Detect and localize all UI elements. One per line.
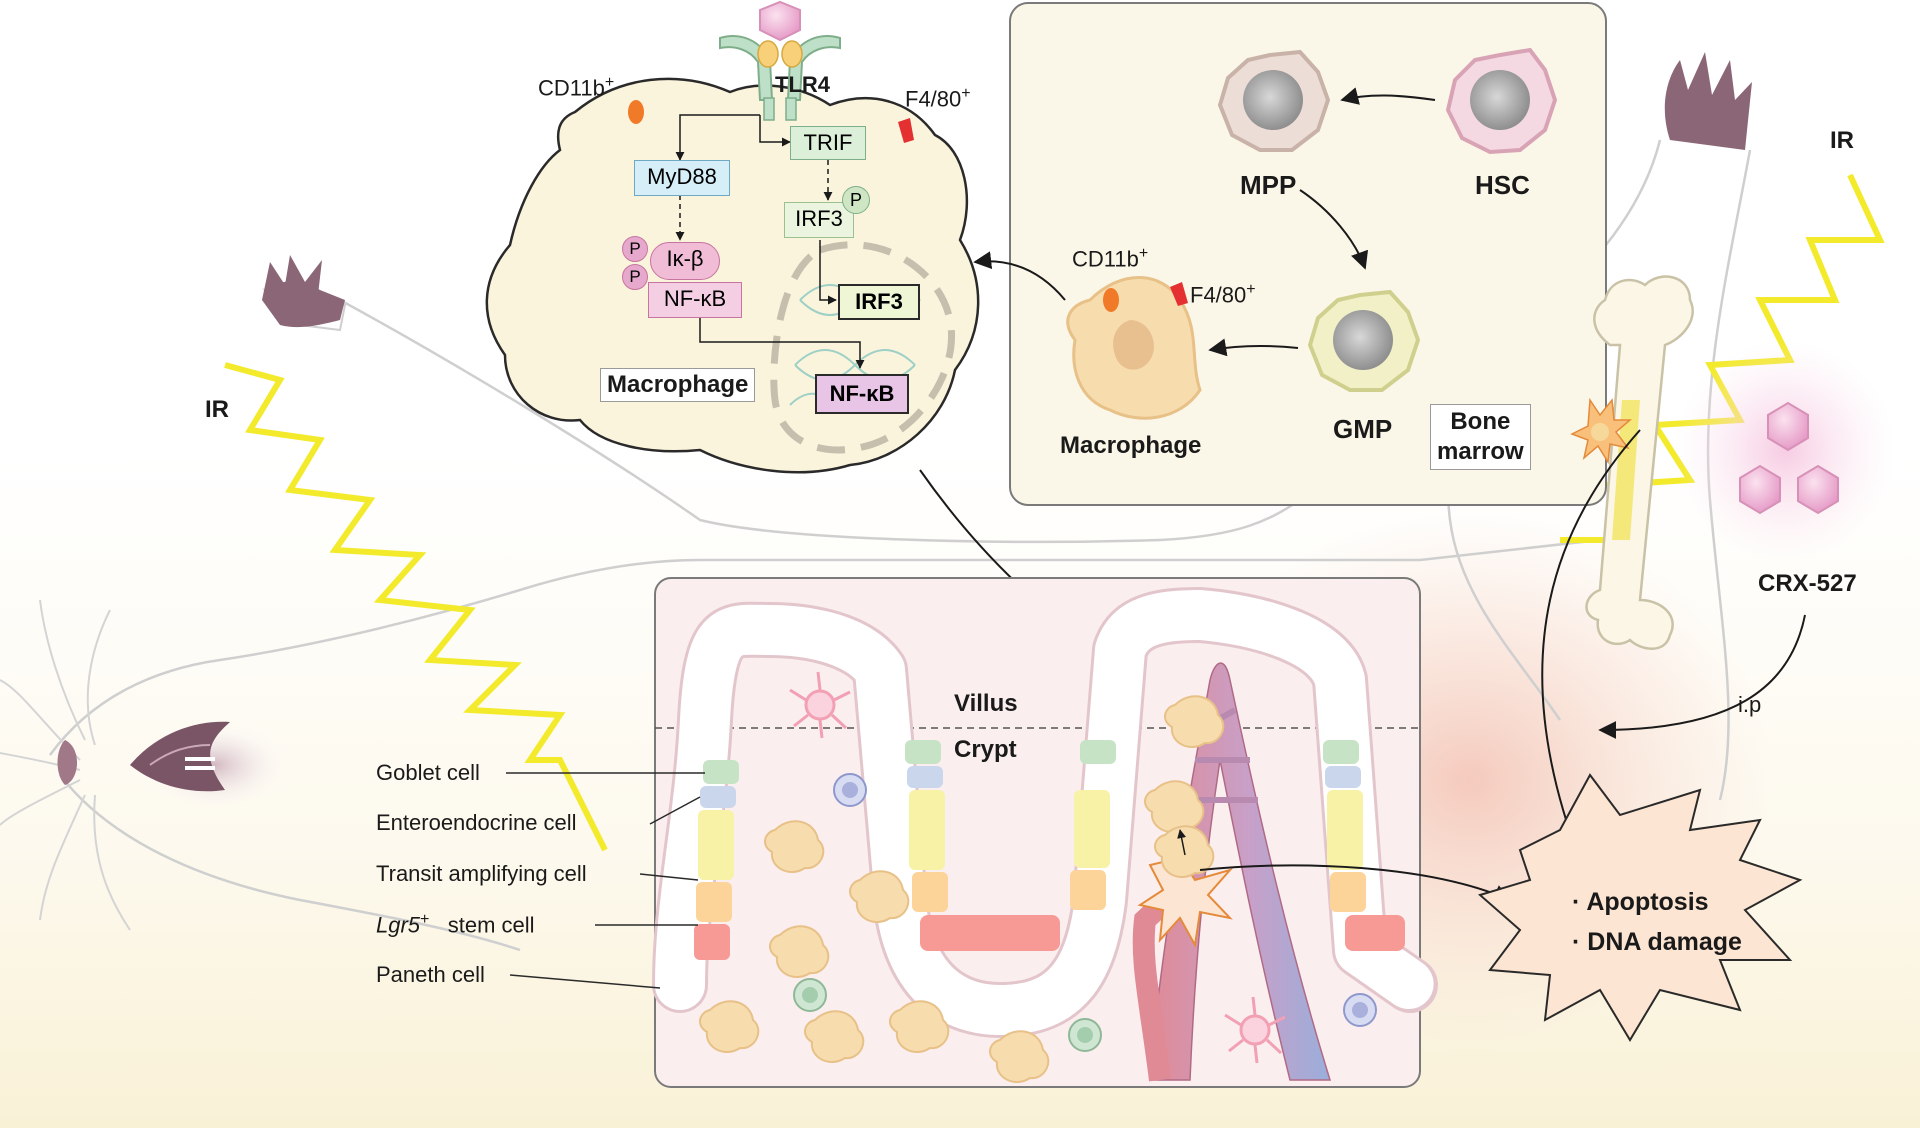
ir-label-left: IR <box>205 396 229 423</box>
macrophage-panel-label: Macrophage <box>1060 432 1202 459</box>
hematopoiesis-panel <box>973 2 1607 506</box>
outcome-dna-damage: · DNA damage <box>1572 928 1742 956</box>
intestine-panel <box>652 577 1512 1088</box>
gmp-label: GMP <box>1333 414 1393 444</box>
villus-label: Villus <box>954 690 1018 717</box>
nfkb-node: NF-κB <box>648 282 742 318</box>
lgr5-stem-cell-label: Lgr5+ stem cell <box>376 911 535 938</box>
nfkb-nuclear-node: NF-κB <box>815 374 909 414</box>
arrow-mpp-gmp <box>1299 189 1369 270</box>
crx527-label: CRX-527 <box>1758 570 1857 597</box>
macrophage-cell-panel <box>1066 276 1202 420</box>
cd11b-marker <box>628 100 644 124</box>
cd11b-label: CD11b+ <box>538 74 615 101</box>
signaling-arrows <box>675 114 865 369</box>
arrow-ip-injection <box>1598 614 1806 739</box>
transit-amplifying-cell-label: Transit amplifying cell <box>376 861 587 886</box>
crx527-molecules <box>1675 340 1895 560</box>
hsc-cell <box>1445 47 1558 155</box>
gmp-cell <box>1307 289 1421 392</box>
ip-route-label: i.p <box>1738 692 1762 717</box>
crypt-label: Crypt <box>954 736 1017 763</box>
ir-beam-left <box>224 362 608 852</box>
panel-f480-label: F4/80+ <box>1190 281 1256 308</box>
f480-marker <box>898 118 914 143</box>
irf3-nuclear-node: IRF3 <box>838 284 920 320</box>
bone <box>1570 275 1694 650</box>
goblet-cell-label: Goblet cell <box>376 760 480 785</box>
panel-cd11b-label: CD11b+ <box>1072 245 1149 272</box>
cell-type-leaders <box>506 772 705 989</box>
outcome-apoptosis: · Apoptosis <box>1572 888 1709 916</box>
ikb-node: Iκ-β <box>650 242 720 280</box>
irf3-node: IRF3 <box>784 202 854 238</box>
myd88-node: MyD88 <box>634 160 730 196</box>
arrow-hsc-mpp <box>1340 87 1436 105</box>
mpp-label: MPP <box>1240 170 1297 200</box>
tlr4-receptor <box>719 0 841 121</box>
mpp-cell <box>1217 49 1331 152</box>
enteroendocrine-cell-label: Enteroendocrine cell <box>376 810 577 835</box>
hsc-label: HSC <box>1475 170 1530 200</box>
trif-node: TRIF <box>790 126 866 160</box>
arrow-to-outcomes <box>1199 864 1512 902</box>
outcome-burst <box>1477 773 1803 1042</box>
arrow-to-macrophage-zoom <box>973 251 1066 301</box>
macrophage-cell-label: Macrophage <box>600 368 756 402</box>
tlr4-label: TLR4 <box>775 72 831 97</box>
f480-label: F4/80+ <box>905 85 971 112</box>
ikb-phospho-2: P <box>622 264 648 290</box>
irf3-phospho: P <box>842 186 870 214</box>
ikb-phospho-1: P <box>622 236 648 262</box>
paneth-cell-label: Paneth cell <box>376 962 485 987</box>
dendritic-cells <box>789 671 1286 1064</box>
ir-label-right: IR <box>1830 127 1854 154</box>
arrow-gmp-macrophage <box>1208 338 1299 357</box>
arrow-bone-to-damage <box>1541 429 1641 862</box>
